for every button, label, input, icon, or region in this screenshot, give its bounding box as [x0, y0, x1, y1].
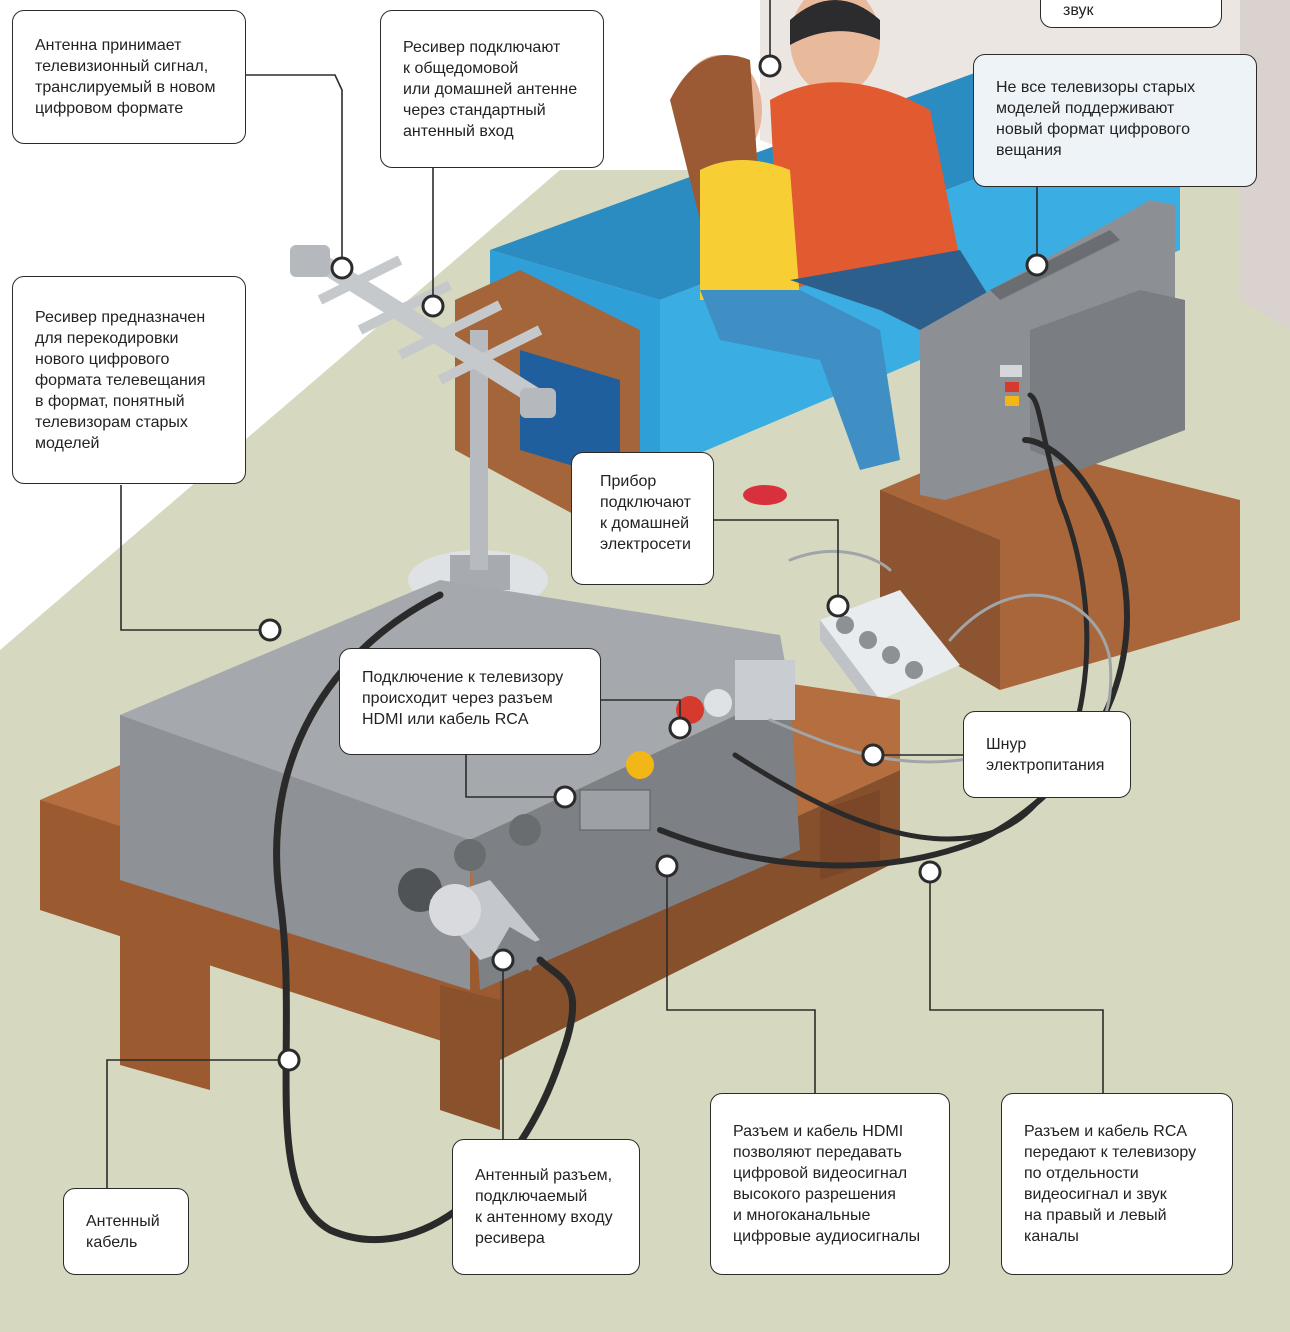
callout-antenna-connector: Антенный разъем, подключаемый к антенном…: [452, 1139, 640, 1275]
leader-lines: [106, 0, 1104, 1188]
leader-endpoints: [258, 54, 1049, 1072]
callout-rca: Разъем и кабель RCA передают к телевизор…: [1001, 1093, 1233, 1275]
callout-hdmi: Разъем и кабель HDMI позволяют передават…: [710, 1093, 950, 1275]
callout-antenna: Антенна принимает телевизионный сигнал, …: [12, 10, 246, 144]
callout-tv-connection: Подключение к телевизору происходит чере…: [339, 648, 601, 755]
crt-tv: [920, 200, 1185, 500]
callout-picture-sound: изображение и звук: [1040, 0, 1222, 28]
callout-antenna-cable: Антенный кабель: [63, 1188, 189, 1275]
callout-power-cord: Шнур электропитания: [963, 711, 1131, 798]
antenna-plug: [429, 880, 545, 972]
callout-old-tv: Не все телевизоры старых моделей поддерж…: [973, 54, 1257, 187]
callout-receiver-antenna-input: Ресивер подключают к общедомовой или дом…: [380, 10, 604, 168]
callout-power-network: Прибор подключают к домашней электросети: [571, 452, 714, 585]
callout-receiver-purpose: Ресивер предназначен для перекодировки н…: [12, 276, 246, 484]
